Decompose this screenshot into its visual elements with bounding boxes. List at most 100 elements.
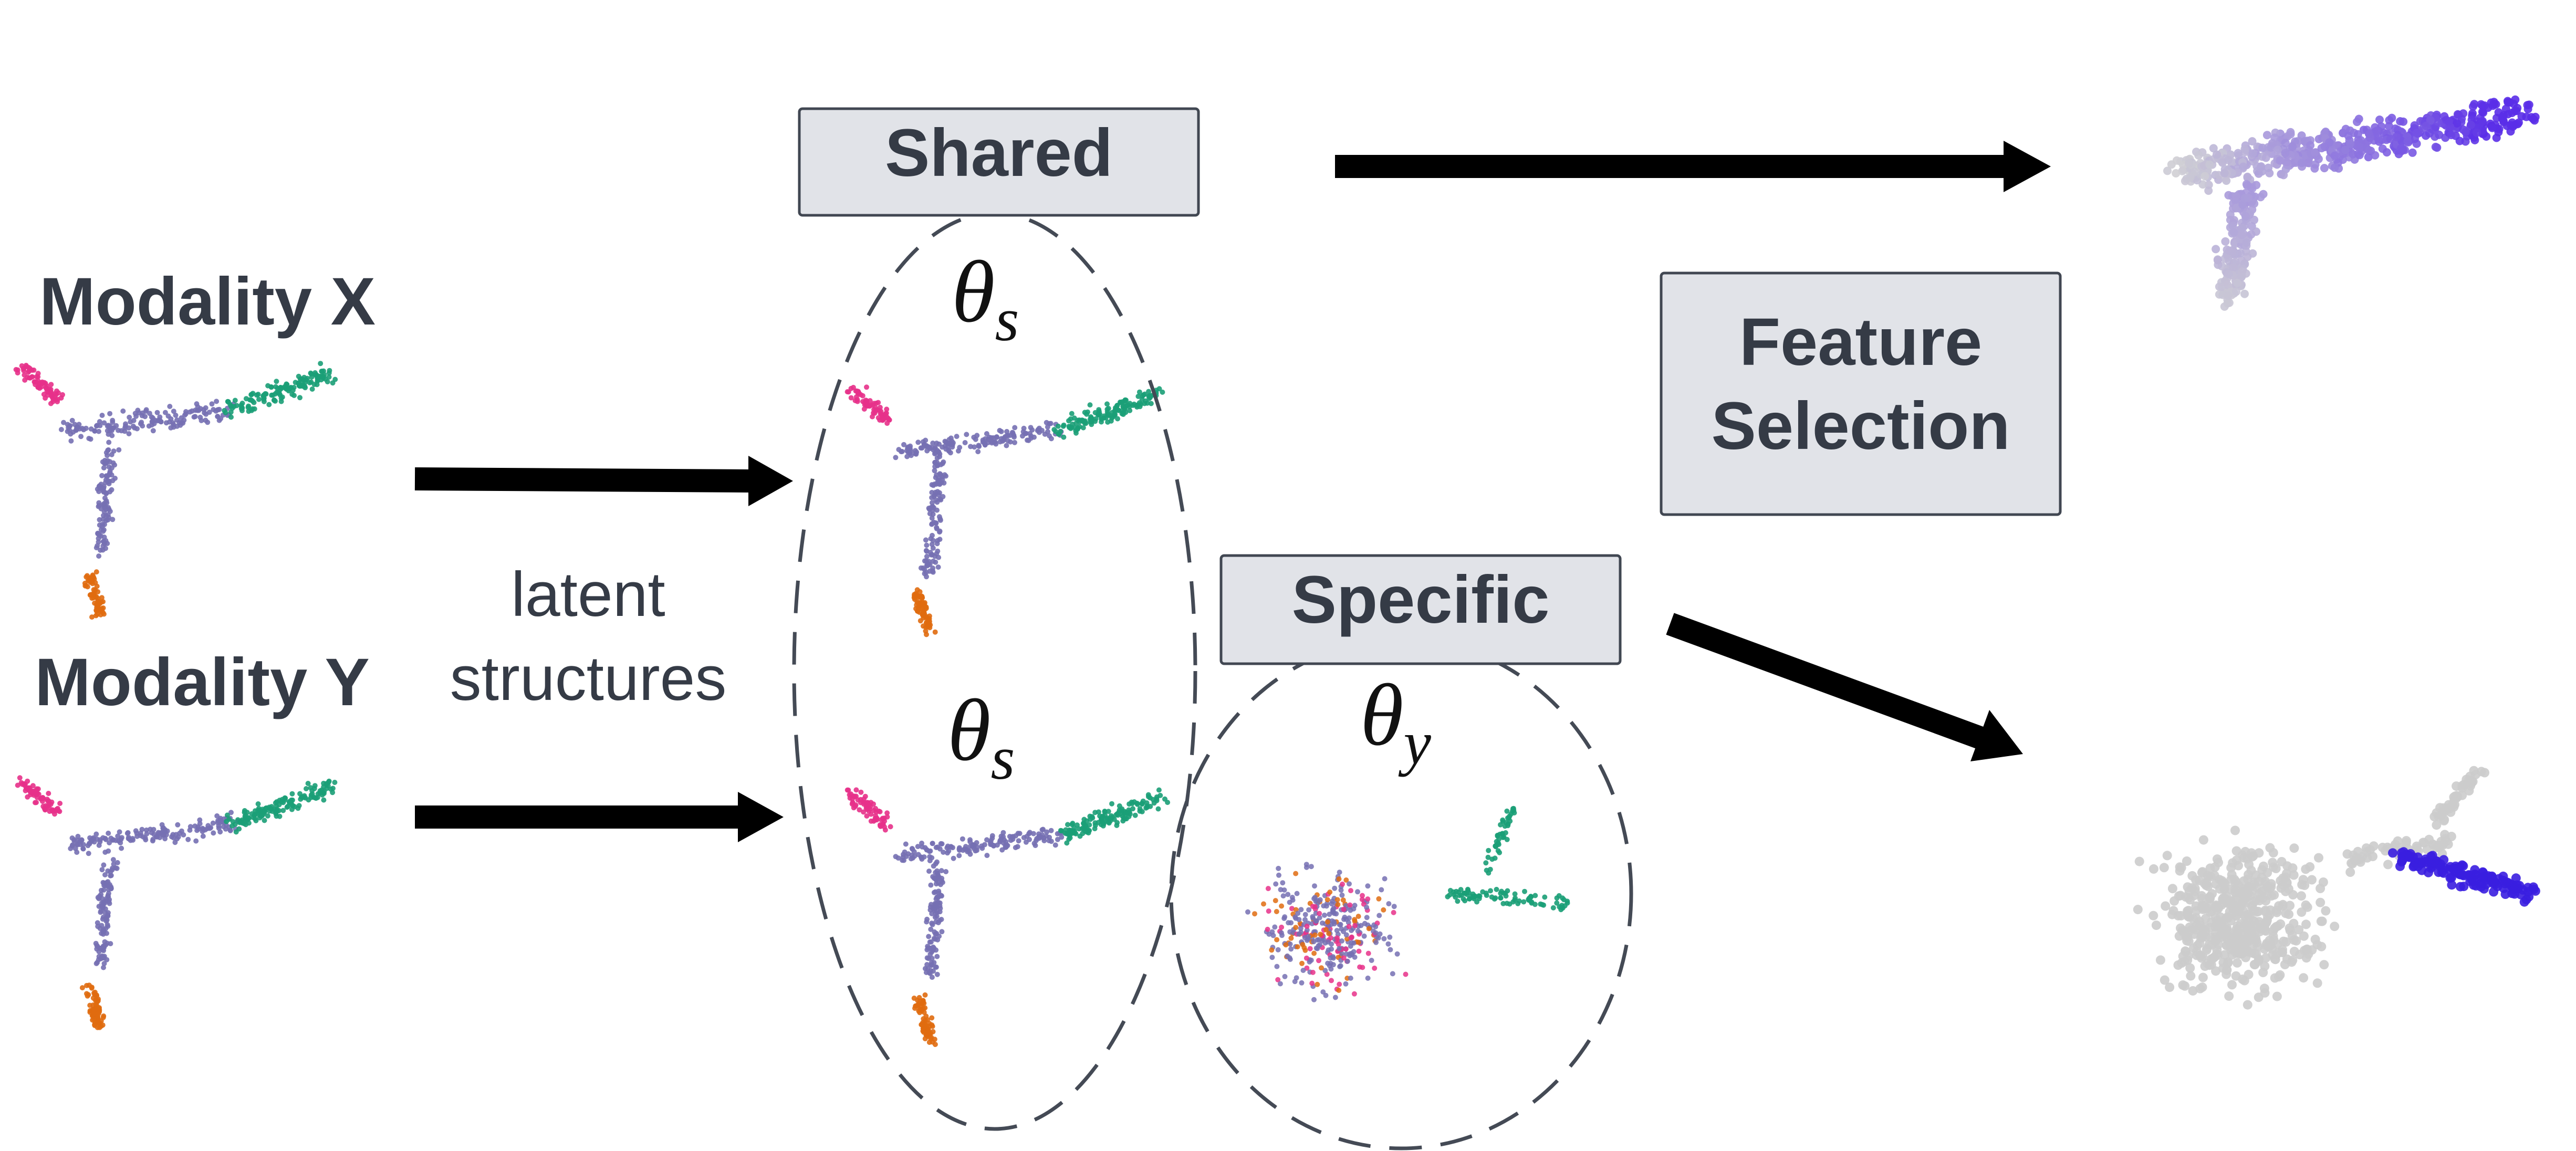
scatter-point: [2212, 916, 2222, 926]
scatter-point: [1532, 902, 1538, 907]
scatter-point: [1269, 929, 1275, 935]
scatter-point: [2316, 884, 2325, 893]
scatter-point: [1365, 896, 1371, 902]
scatter-point: [29, 374, 35, 380]
scatter-point: [2518, 885, 2528, 895]
scatter-point: [311, 382, 317, 388]
scatter-point: [1356, 948, 1362, 954]
scatter-point: [1143, 805, 1149, 811]
scatter-point: [1512, 891, 1518, 897]
scatter-point: [853, 787, 859, 793]
scatter-point: [942, 472, 947, 478]
scatter-point: [2231, 939, 2240, 949]
scatter-point: [968, 444, 974, 449]
scatter-point: [1278, 930, 1284, 936]
scatter-point: [1048, 436, 1054, 442]
scatter-point: [935, 538, 941, 543]
scatter-point: [927, 446, 933, 452]
scatter-point: [864, 813, 870, 819]
scatter-point: [1123, 810, 1129, 815]
scatter-point: [1289, 906, 1295, 912]
scatter-point: [1495, 848, 1501, 854]
scatter-point: [957, 445, 963, 451]
scatter-point: [2372, 127, 2381, 135]
scatter-point: [2160, 975, 2170, 985]
scatter-point: [171, 409, 176, 414]
scatter-point: [173, 832, 179, 838]
scatter-point: [1385, 941, 1391, 947]
scatter-point: [1318, 932, 1323, 937]
scatter-point: [974, 847, 979, 853]
scatter-point: [97, 1005, 102, 1011]
scatter-point: [2311, 148, 2319, 157]
scatter-point: [1373, 930, 1379, 936]
theta-s-top-subscript: s: [995, 285, 1019, 354]
scatter-point: [1080, 425, 1086, 431]
scatter-point: [105, 879, 111, 885]
scatter-point: [75, 424, 80, 430]
scatter-point: [107, 508, 113, 514]
scatter-point: [46, 791, 51, 796]
scatter-point: [2281, 886, 2290, 896]
scatter-point: [2205, 893, 2215, 903]
scatter-point: [1462, 891, 1467, 896]
scatter-point: [265, 813, 270, 819]
scatter-point: [38, 384, 44, 390]
scatter-point: [2165, 982, 2175, 992]
scatter-point: [106, 891, 111, 896]
scatter-point: [1377, 931, 1383, 937]
scatter-point: [915, 440, 921, 445]
scatter-point: [2288, 142, 2297, 151]
scatter-point: [1000, 834, 1006, 840]
scatter-point: [101, 955, 107, 961]
scatter-point: [1027, 431, 1033, 436]
scatter-point: [130, 836, 135, 841]
scatter-point: [140, 410, 145, 416]
scatter-point: [68, 438, 74, 444]
scatter-point: [1063, 827, 1069, 833]
scatter-point: [2218, 963, 2228, 973]
scatter-point: [99, 867, 105, 873]
scatter-point: [919, 1021, 925, 1027]
scatter-point: [1474, 899, 1479, 905]
scatter-point: [2248, 149, 2257, 158]
scatter-point: [1336, 988, 1342, 993]
scatter-point: [847, 792, 852, 798]
scatter-point: [1346, 919, 1351, 925]
scatter-point: [1287, 941, 1293, 947]
scatter-point: [2177, 958, 2187, 968]
scatter-point: [2422, 121, 2431, 130]
scatter-point: [923, 604, 929, 610]
scatter-point: [57, 801, 63, 806]
scatter-point: [1103, 415, 1109, 421]
scatter-point: [884, 414, 889, 420]
scatter-point: [855, 797, 861, 803]
scatter-point: [125, 830, 131, 835]
scatter-point: [956, 845, 962, 851]
scatter-point: [2284, 909, 2294, 919]
scatter-point: [51, 808, 57, 814]
scatter-point: [2478, 868, 2488, 878]
scatter-point: [40, 803, 46, 809]
scatter-point: [2183, 951, 2193, 961]
scatter-point: [2214, 857, 2223, 867]
scatter-point: [858, 789, 864, 795]
scatter-point: [1466, 890, 1472, 895]
scatter-point: [197, 817, 203, 823]
scatter-point: [2212, 150, 2221, 159]
scatter-point: [1364, 905, 1370, 910]
scatter-point: [1288, 946, 1294, 952]
scatter-point: [2240, 289, 2249, 298]
scatter-point: [926, 624, 932, 629]
scatter-point: [934, 859, 940, 865]
scatter-point: [2232, 958, 2242, 968]
feature-selection-label-line1: Feature: [1739, 305, 1982, 380]
scatter-point: [1294, 975, 1299, 981]
scatter-point: [1274, 964, 1280, 969]
scatter-point: [193, 838, 199, 844]
scatter-point: [872, 815, 878, 821]
scatter-point: [2466, 871, 2476, 881]
scatter-point: [933, 497, 938, 503]
scatter-point: [92, 989, 98, 995]
